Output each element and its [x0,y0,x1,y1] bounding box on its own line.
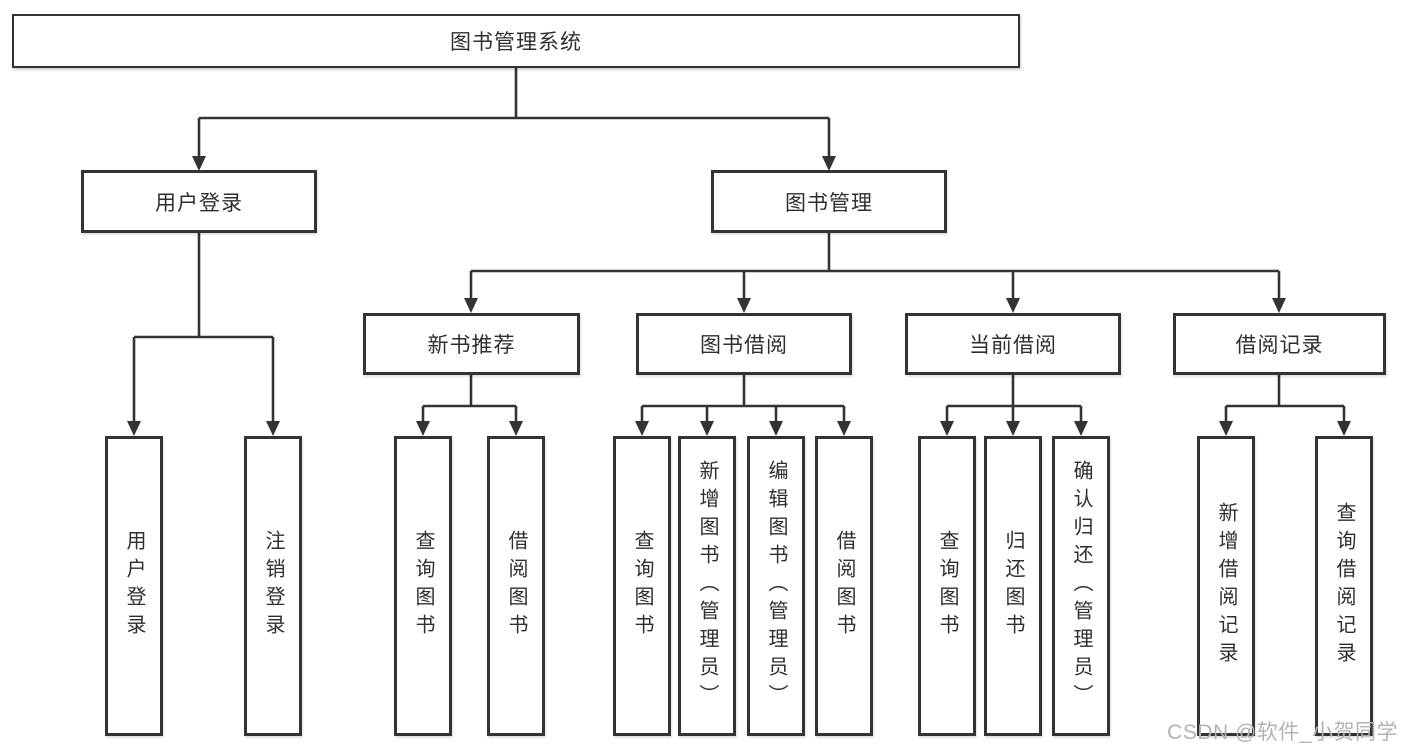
node-book-borrowing: 图书借阅 [636,313,852,375]
leaf-search-books-borrowing: 查询图书 [613,436,671,736]
leaf-add-books-admin: 新增图书（管理员） [678,436,736,736]
leaf-edit-books-admin: 编辑图书（管理员） [747,436,805,736]
leaf-search-books-borrowing-label: 查询图书 [631,530,653,642]
connector-root-to-level2 [192,68,836,171]
connector-current-borrowing-to-leaves [940,375,1088,436]
leaf-search-books-current-label: 查询图书 [936,530,958,642]
leaf-edit-books-admin-label: 编辑图书（管理员） [765,460,787,712]
connector-user-login-to-leaves [127,233,280,436]
node-root-label: 图书管理系统 [450,31,582,54]
leaf-search-borrow-record: 查询借阅记录 [1315,436,1373,736]
node-borrowing-records: 借阅记录 [1173,313,1386,375]
leaf-borrow-books-borrowing: 借阅图书 [815,436,873,736]
leaf-user-login: 用户登录 [105,436,163,736]
node-root: 图书管理系统 [12,14,1020,68]
leaf-borrow-books-recommend: 借阅图书 [487,436,545,736]
leaf-add-borrow-record: 新增借阅记录 [1197,436,1255,736]
connector-new-book-recommend-to-leaves [416,375,523,436]
node-book-borrowing-label: 图书借阅 [700,334,788,357]
node-user-login-label: 用户登录 [155,191,243,215]
leaf-confirm-return-admin: 确认归还（管理员） [1052,436,1110,736]
leaf-add-books-admin-label: 新增图书（管理员） [696,460,718,712]
leaf-confirm-return-admin-label: 确认归还（管理员） [1070,460,1092,712]
connector-book-borrowing-to-leaves [635,375,851,436]
node-current-borrowing: 当前借阅 [905,313,1121,375]
leaf-borrow-books-recommend-label: 借阅图书 [505,530,527,642]
node-new-book-recommend: 新书推荐 [363,313,580,375]
leaf-search-books-current: 查询图书 [918,436,976,736]
node-user-login: 用户登录 [81,170,317,233]
leaf-add-borrow-record-label: 新增借阅记录 [1215,502,1237,670]
leaf-search-books-recommend: 查询图书 [394,436,452,736]
csdn-watermark: CSDN @软件_小贺同学 [1167,721,1398,744]
leaf-borrow-books-borrowing-label: 借阅图书 [833,530,855,642]
leaf-logout: 注销登录 [244,436,302,736]
leaf-return-books-label: 归还图书 [1002,530,1024,642]
node-borrowing-records-label: 借阅记录 [1235,334,1324,357]
node-book-management: 图书管理 [711,170,947,233]
node-current-borrowing-label: 当前借阅 [969,334,1057,357]
node-new-book-recommend-label: 新书推荐 [427,334,516,357]
connector-borrowing-records-to-leaves [1219,375,1351,436]
leaf-search-books-recommend-label: 查询图书 [412,530,434,642]
node-book-management-label: 图书管理 [785,191,873,215]
leaf-search-borrow-record-label: 查询借阅记录 [1333,502,1355,670]
leaf-logout-label: 注销登录 [262,530,284,642]
leaf-return-books: 归还图书 [984,436,1042,736]
connector-book-management-to-level3 [464,233,1286,313]
leaf-user-login-label: 用户登录 [123,530,145,642]
